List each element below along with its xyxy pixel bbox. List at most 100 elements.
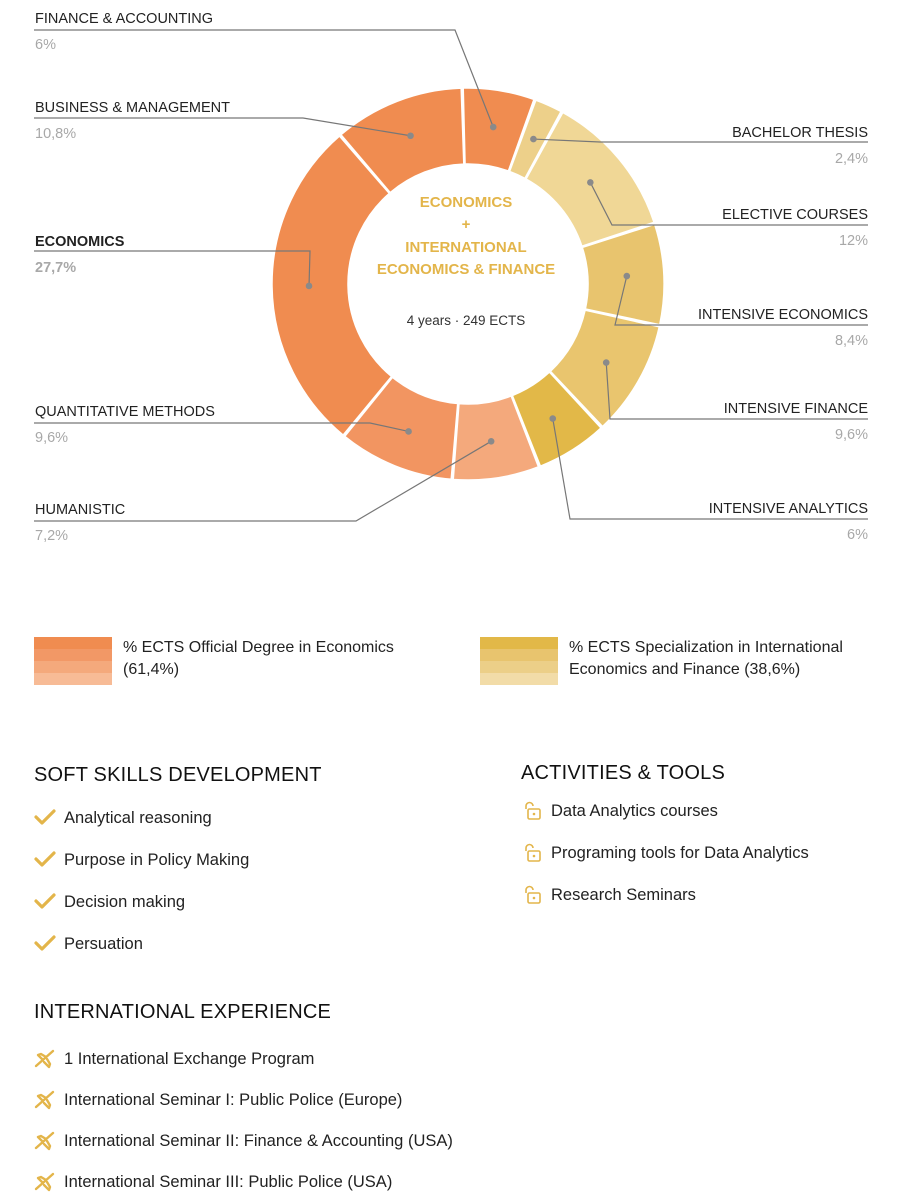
airplane-icon [34, 1049, 56, 1069]
international-item-label: International Seminar I: Public Police (… [64, 1090, 403, 1109]
soft-skill-item: Decision making [34, 892, 185, 912]
lock-open-icon [521, 801, 543, 821]
leader-line-elective-courses [589, 182, 868, 226]
soft-skill-item: Purpose in Policy Making [34, 850, 249, 870]
slice-quantitative-methods [343, 376, 459, 481]
international-item-label: International Seminar III: Public Police… [64, 1172, 393, 1191]
soft-skill-item: Persuation [34, 934, 143, 954]
slice-value-elective-courses: 12% [839, 233, 868, 249]
leader-lines [34, 29, 868, 522]
slice-label-bachelor-thesis: BACHELOR THESIS [732, 125, 868, 141]
slice-value-quantitative-methods: 9,6% [35, 430, 68, 446]
soft-skill-item: Analytical reasoning [34, 808, 212, 828]
slice-labels: FINANCE & ACCOUNTING 6% BACHELOR THESIS 2,4… [35, 11, 868, 544]
international-item: International Seminar II: Finance & Acco… [34, 1131, 453, 1151]
leader-line-economics [34, 250, 311, 286]
center-subtitle: 4 years · 249 ECTS [407, 313, 526, 328]
legend-swatch-band [34, 637, 112, 649]
soft-skill-item-label: Purpose in Policy Making [64, 850, 250, 869]
leader-dot-elective-courses [587, 179, 594, 186]
slice-label-humanistic: HUMANISTIC [35, 502, 125, 518]
center-title-line: + [462, 216, 471, 233]
slice-label-intensive-economics: INTENSIVE ECONOMICS [698, 307, 868, 323]
slice-business-and-management [339, 87, 465, 194]
international-item: 1 International Exchange Program [34, 1049, 314, 1069]
activity-item: Research Seminars [521, 885, 696, 905]
slice-intensive-analytics [511, 371, 603, 468]
international-title: INTERNATIONAL EXPERIENCE [34, 1001, 332, 1023]
legend-label-economics: % ECTS Official Degree in Economics (61,… [123, 639, 394, 678]
activity-item: Programing tools for Data Analytics [521, 843, 809, 863]
slice-label-intensive-analytics: INTENSIVE ANALYTICS [709, 501, 868, 517]
legend-swatch-band [480, 649, 558, 661]
center-title-line: INTERNATIONAL [405, 239, 526, 256]
leader-line-intensive-finance [605, 362, 868, 420]
leader-dot-intensive-finance [602, 359, 610, 366]
airplane-icon [34, 1090, 56, 1110]
leader-dot-intensive-analytics [549, 415, 557, 422]
slice-humanistic [452, 395, 540, 481]
legend-swatch-band [480, 661, 558, 673]
slice-value-finance-and-accounting: 6% [35, 37, 56, 53]
airplane-icon [34, 1131, 56, 1151]
leader-dot-quantitative-methods [405, 428, 412, 435]
slice-value-business-and-management: 10,8% [35, 126, 76, 142]
leader-dot-humanistic [487, 438, 495, 445]
soft-skill-item-label: Persuation [64, 934, 143, 953]
activity-item-label: Programing tools for Data Analytics [551, 843, 809, 862]
legend-swatch-band [480, 637, 558, 649]
legend-swatch-specialization [480, 637, 558, 685]
check-icon [34, 934, 56, 954]
leader-line-bachelor-thesis [533, 138, 868, 143]
airplane-icon [34, 1172, 56, 1192]
leader-line-humanistic [34, 440, 492, 522]
legend-swatch-band [34, 649, 112, 661]
slice-label-business-and-management: BUSINESS & MANAGEMENT [35, 100, 230, 116]
donut-center: ECONOMICS + INTERNATIONAL ECONOMICS & FINAN… [377, 194, 555, 328]
center-title-line: ECONOMICS [420, 194, 513, 211]
slice-value-humanistic: 7,2% [35, 528, 68, 544]
activities-title: ACTIVITIES & TOOLS [521, 762, 726, 784]
leader-line-finance-and-accounting [34, 29, 494, 128]
lock-open-icon [521, 843, 543, 863]
leader-dot-intensive-economics [623, 272, 631, 280]
slice-finance-and-accounting [462, 87, 535, 172]
leader-line-intensive-economics [614, 275, 868, 326]
soft-skill-item-label: Decision making [64, 892, 186, 911]
check-icon [34, 892, 56, 912]
activity-item-label: Data Analytics courses [551, 801, 718, 820]
activity-item-label: Research Seminars [551, 885, 696, 904]
leader-line-business-and-management [34, 117, 411, 137]
soft-skills-title: SOFT SKILLS DEVELOPMENT [34, 764, 322, 786]
leader-line-intensive-analytics [552, 418, 868, 520]
slice-label-economics: ECONOMICS [35, 234, 125, 250]
leader-dot-finance-and-accounting [489, 123, 497, 131]
legend-swatch-band [34, 673, 112, 685]
center-title-line: ECONOMICS & FINANCE [377, 261, 555, 278]
legend-label-specialization: % ECTS Specialization in International E… [569, 639, 843, 678]
legend-swatch-band [480, 673, 558, 685]
donut-slices [271, 87, 665, 481]
slice-label-intensive-finance: INTENSIVE FINANCE [724, 401, 869, 417]
slice-value-bachelor-thesis: 2,4% [835, 151, 868, 167]
slice-value-intensive-analytics: 6% [847, 527, 868, 543]
check-icon [34, 850, 56, 870]
international-item: International Seminar III: Public Police… [34, 1172, 392, 1192]
leader-line-quantitative-methods [34, 422, 409, 433]
slice-value-intensive-economics: 8,4% [835, 333, 868, 349]
leader-dot-economics [305, 282, 313, 290]
slice-value-intensive-finance: 9,6% [835, 427, 868, 443]
lock-open-icon [521, 885, 543, 905]
slice-value-economics: 27,7% [35, 260, 76, 276]
slice-label-elective-courses: ELECTIVE COURSES [722, 207, 868, 223]
activity-item: Data Analytics courses [521, 801, 718, 821]
slice-economics [271, 135, 393, 437]
soft-skill-item-label: Analytical reasoning [64, 808, 212, 827]
slice-label-finance-and-accounting: FINANCE & ACCOUNTING [35, 11, 213, 27]
donut-chart: FINANCE & ACCOUNTING 6% BACHELOR THESIS 2,4… [34, 11, 868, 544]
slice-label-quantitative-methods: QUANTITATIVE METHODS [35, 404, 215, 420]
international-item-label: International Seminar II: Finance & Acco… [64, 1131, 453, 1150]
leader-dot-business-and-management [407, 132, 414, 140]
legend-swatch-economics [34, 637, 112, 685]
leader-dot-bachelor-thesis [530, 135, 537, 143]
